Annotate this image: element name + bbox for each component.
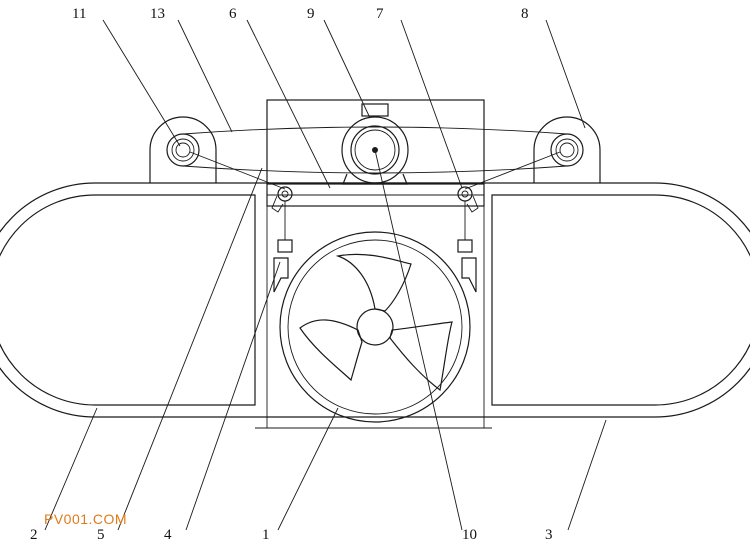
leader-2 bbox=[44, 407, 98, 531]
leader-5 bbox=[117, 167, 263, 531]
left-pulley-bracket bbox=[149, 116, 217, 183]
fan-blade-3 bbox=[389, 321, 453, 392]
label-6: 6 bbox=[229, 6, 237, 22]
right-pulley-inner bbox=[559, 142, 575, 158]
left-guide-channel bbox=[273, 257, 289, 293]
right-hook bbox=[466, 195, 479, 213]
label-10: 10 bbox=[462, 527, 477, 543]
left-chamber bbox=[0, 194, 256, 406]
label-4: 4 bbox=[164, 527, 172, 543]
label-7: 7 bbox=[376, 6, 384, 22]
right-pulley-bracket bbox=[533, 116, 601, 183]
label-9: 9 bbox=[307, 6, 315, 22]
leader-1 bbox=[277, 407, 339, 531]
leader-8 bbox=[545, 19, 586, 129]
right-pulley-mid bbox=[555, 138, 579, 162]
left-pulley-mid bbox=[171, 138, 195, 162]
left-slider-block bbox=[277, 239, 293, 253]
right-roller-inner bbox=[461, 190, 469, 198]
leader-13 bbox=[177, 19, 233, 133]
motor-top-cap bbox=[361, 103, 389, 117]
right-roller-outer bbox=[457, 186, 473, 202]
left-roller-outer bbox=[277, 186, 293, 202]
leader-10 bbox=[374, 149, 463, 531]
label-5: 5 bbox=[97, 527, 105, 543]
label-3: 3 bbox=[545, 527, 553, 543]
left-roller-inner bbox=[281, 190, 289, 198]
motor-body bbox=[341, 116, 409, 184]
motor-pulley-inner bbox=[354, 129, 396, 171]
left-hook bbox=[271, 195, 284, 213]
outer-housing bbox=[0, 182, 750, 418]
belt-left-diag bbox=[189, 151, 286, 190]
label-8: 8 bbox=[521, 6, 529, 22]
fan-blade-2 bbox=[299, 319, 363, 382]
label-11: 11 bbox=[72, 6, 86, 22]
left-pulley-inner bbox=[175, 142, 191, 158]
leader-9 bbox=[323, 19, 371, 119]
motor-housing bbox=[266, 99, 485, 184]
fan-guard-inner bbox=[287, 239, 463, 415]
label-1: 1 bbox=[262, 527, 270, 543]
leader-3 bbox=[567, 419, 607, 531]
belt-top bbox=[182, 126, 568, 135]
motor-base bbox=[342, 173, 408, 185]
leader-4 bbox=[185, 261, 281, 531]
right-guide-channel bbox=[461, 257, 477, 293]
leader-11 bbox=[102, 19, 181, 147]
fan-guard-outer bbox=[279, 231, 471, 423]
right-slider-block bbox=[457, 239, 473, 253]
belt-right-diag bbox=[464, 151, 561, 190]
right-chamber bbox=[491, 194, 750, 406]
label-13: 13 bbox=[150, 6, 165, 22]
motor-pulley bbox=[350, 125, 400, 175]
watermark: PV001.COM bbox=[44, 511, 127, 527]
leader-6 bbox=[246, 19, 331, 189]
label-2: 2 bbox=[30, 527, 38, 543]
fan-blade-1 bbox=[335, 253, 412, 312]
leader-7 bbox=[400, 19, 463, 189]
fan-hub bbox=[356, 308, 394, 346]
